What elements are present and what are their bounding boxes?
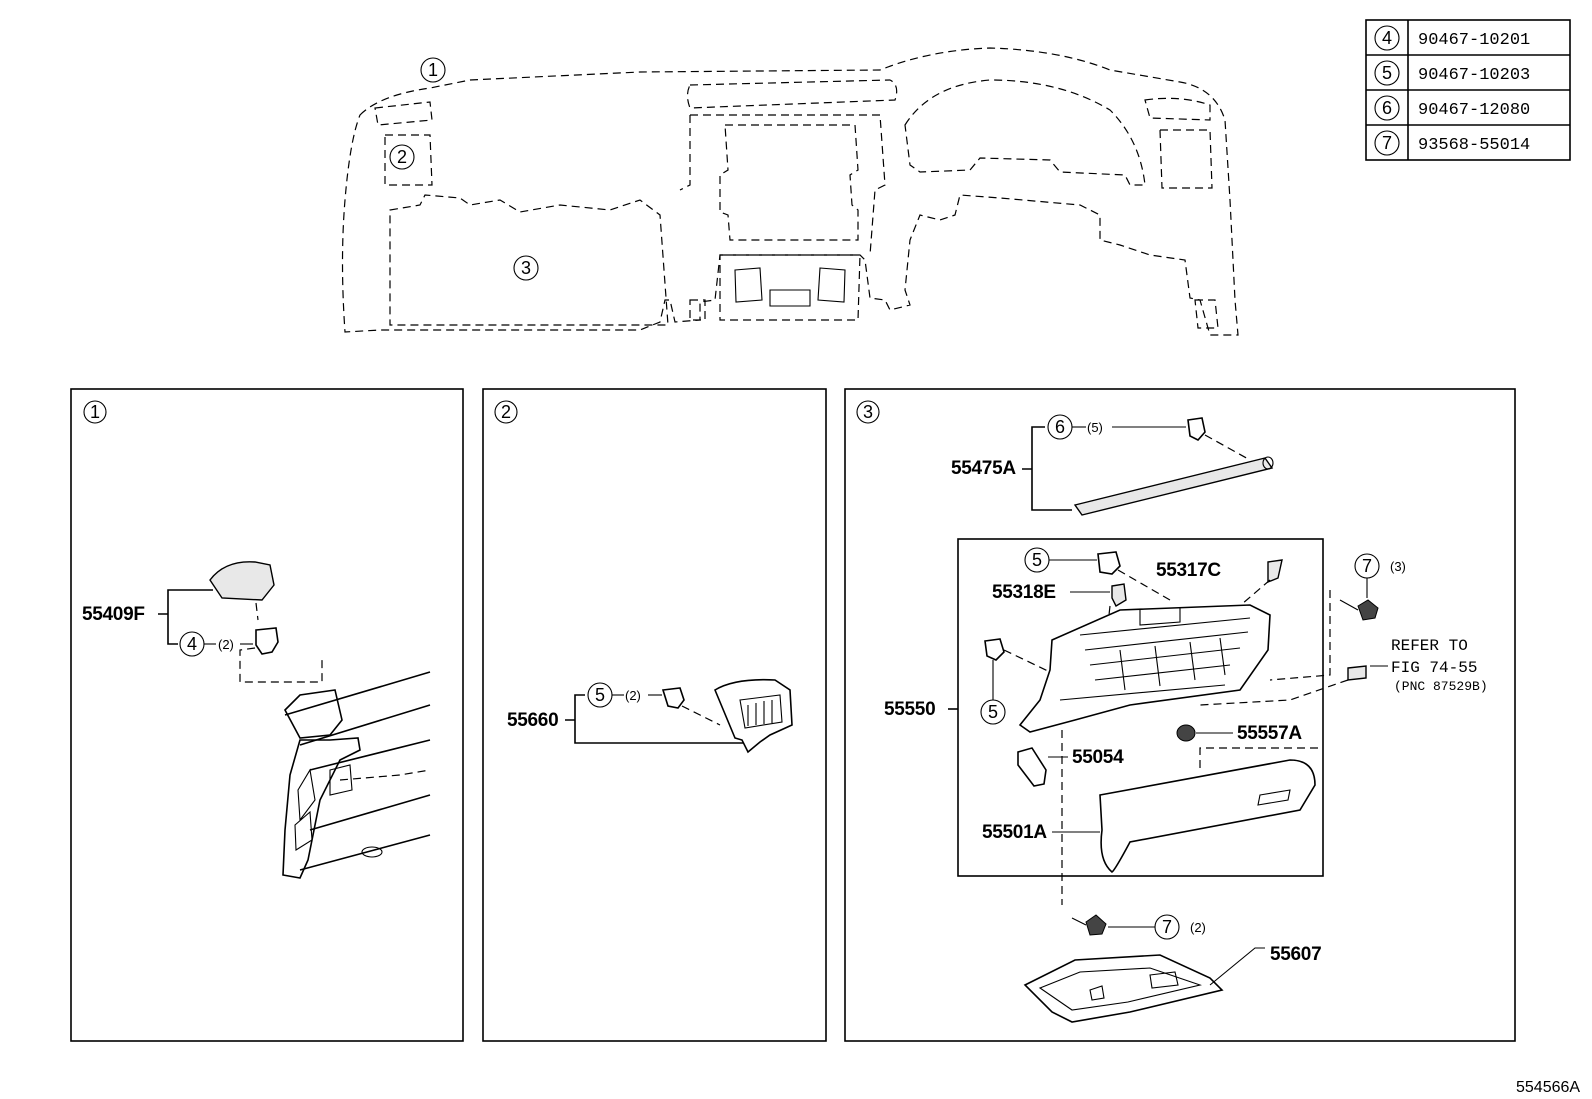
ref-callout-5: 5 (595, 685, 605, 705)
part-55409F[interactable]: 55409F (82, 604, 145, 625)
part-55607[interactable]: 55607 (1270, 944, 1322, 965)
hinge-part-55054[interactable] (1017, 747, 1047, 787)
ref-callout-7: 7 (1162, 917, 1172, 937)
part-55557A[interactable]: 55557A (1237, 723, 1303, 744)
panel-2-index: 2 (501, 402, 511, 422)
qty-label: (5) (1087, 420, 1103, 435)
qty-label: (2) (1190, 920, 1206, 935)
damper-part-55557A[interactable] (1176, 724, 1196, 742)
panel-2: 2 55660 5 (2) (482, 388, 827, 1042)
ref-table-num: 6 (1382, 98, 1392, 118)
qty-label: (3) (1390, 559, 1406, 574)
refer-to-line1: REFER TO (1391, 637, 1468, 655)
clip-part-55318E[interactable] (1111, 583, 1127, 607)
cover-part-55409F[interactable] (209, 561, 275, 601)
refer-to-link[interactable]: FIG 74-55 (1391, 659, 1477, 677)
ref-callout-4: 4 (187, 634, 197, 654)
ref-callout-5: 5 (1032, 550, 1042, 570)
lower-panel-55607[interactable] (1023, 954, 1224, 1023)
dashboard-overview-drawing: 1 2 3 (341, 47, 1239, 336)
ref-table-part[interactable]: 90467-10201 (1418, 31, 1530, 50)
clip-90467-10203[interactable] (984, 638, 1005, 661)
ref-table-num: 4 (1382, 28, 1392, 48)
part-55501A[interactable]: 55501A (982, 822, 1048, 843)
ref-table-part[interactable]: 93568-55014 (1418, 136, 1530, 155)
reference-table: 4 90467-10201 5 90467-10203 6 90467-1208… (1365, 19, 1571, 161)
refer-to-pnc: (PNC 87529B) (1394, 679, 1488, 694)
ref-table-num: 7 (1382, 133, 1392, 153)
assembly-box-55550 (957, 538, 1324, 877)
part-55318E[interactable]: 55318E (992, 582, 1056, 603)
door-part-55501A[interactable] (1099, 759, 1316, 874)
part-55475A[interactable]: 55475A (951, 458, 1017, 479)
strip-part-55475A[interactable] (1073, 457, 1274, 516)
ref-table-part[interactable]: 90467-12080 (1418, 101, 1530, 120)
panel-1-index: 1 (90, 402, 100, 422)
part-55660[interactable]: 55660 (507, 710, 559, 731)
part-55054[interactable]: 55054 (1072, 747, 1124, 768)
ref-table-part[interactable]: 90467-10203 (1418, 66, 1530, 85)
part-55550[interactable]: 55550 (884, 699, 936, 720)
frame-part-55550[interactable] (1018, 604, 1271, 733)
panel-1: 1 55409F 4 (2) (70, 388, 464, 1042)
screw-93568-55014[interactable] (1357, 599, 1379, 621)
clip-90467-12080[interactable] (1187, 417, 1206, 441)
figure-id: 554566A (1516, 1079, 1580, 1096)
qty-label: (2) (625, 688, 641, 703)
overview-callout-2: 2 (397, 147, 407, 167)
ref-callout-7: 7 (1362, 556, 1372, 576)
overview-callout-1: 1 (428, 60, 438, 80)
part-55317C[interactable]: 55317C (1156, 560, 1222, 581)
overview-callout-3: 3 (521, 258, 531, 278)
screw-93568-55014[interactable] (1085, 914, 1107, 936)
ref-callout-6: 6 (1055, 417, 1065, 437)
clip-90467-10201[interactable] (255, 627, 279, 655)
panel-3: 3 55475A 6 (5) 55550 5 55317C 55318E (844, 388, 1516, 1042)
ref-callout-5: 5 (988, 702, 998, 722)
qty-label: (2) (218, 637, 234, 652)
panel-3-index: 3 (863, 402, 873, 422)
ref-table-num: 5 (1382, 63, 1392, 83)
clip-90467-10203[interactable] (1097, 551, 1121, 575)
clip-part-55317C[interactable] (1267, 559, 1283, 584)
vent-part-55660[interactable] (713, 678, 793, 754)
clip-90467-10203[interactable] (661, 687, 685, 709)
